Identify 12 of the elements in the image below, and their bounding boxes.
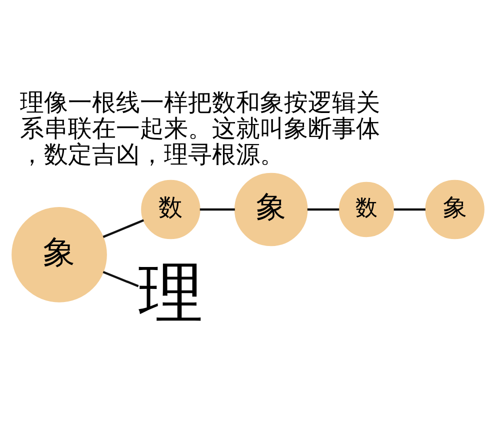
diagram-title: 理像一根线一样把数和象按逻辑关系串联在一起来。这就叫象断事体，数定吉凶，理寻根源。 bbox=[20, 88, 380, 169]
node-circle: 象 bbox=[234, 172, 308, 246]
connector bbox=[102, 270, 139, 288]
node-circle: 象 bbox=[12, 206, 107, 302]
connector bbox=[102, 219, 144, 238]
connector bbox=[200, 208, 235, 211]
connector bbox=[394, 208, 426, 211]
node-circle: 数 bbox=[141, 180, 200, 240]
connector bbox=[307, 208, 340, 211]
node-circle: 数 bbox=[338, 182, 394, 238]
node-circle: 象 bbox=[425, 180, 484, 240]
node-text: 理 bbox=[138, 256, 203, 332]
